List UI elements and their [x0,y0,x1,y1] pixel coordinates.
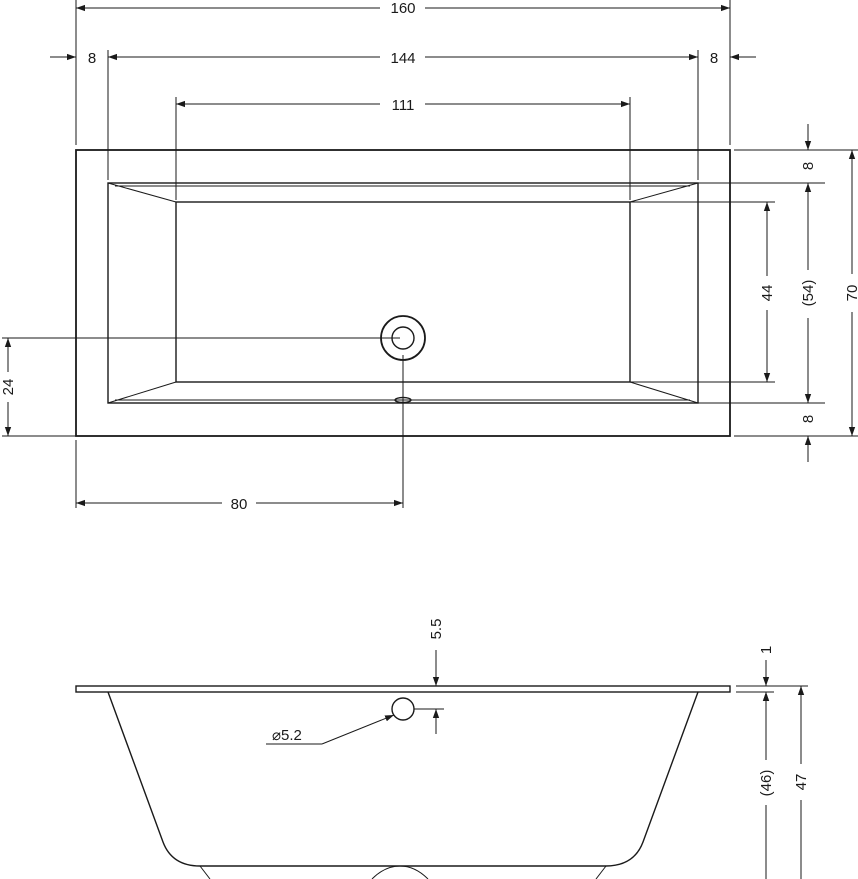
dim-overall-length: 160 [390,0,415,17]
dim-rim-bottom: 8 [800,415,817,423]
dim-floor-width: 44 [759,285,776,302]
dim-drain-offset-y: 24 [0,379,17,396]
dim-drain-depth: 5.5 [428,619,445,640]
dim-rim-right: 8 [710,50,718,67]
side-overflow-hole [391,697,415,721]
dim-rim-top: 8 [800,162,817,170]
dim-overall-width: 70 [844,285,858,302]
dim-total-height: 47 [793,774,810,791]
side-rim [75,685,731,693]
dim-inner-width: (54) [800,280,817,307]
side-dimensions: 5.5 ⌀5.2 1 (46) 47 [266,619,810,879]
side-body [107,691,699,867]
dim-floor-length: 111 [392,97,415,114]
dim-inner-depth: (46) [758,770,775,797]
dim-rim-thickness: 1 [758,646,775,654]
plan-dimensions: 160 8 144 8 111 8 (54) 8 [0,0,858,513]
dim-inner-length: 144 [390,50,415,67]
side-view [75,685,731,879]
dim-overflow-diameter: ⌀5.2 [272,727,302,744]
dim-drain-offset-x: 80 [231,496,248,513]
dim-rim-left: 8 [88,50,96,67]
